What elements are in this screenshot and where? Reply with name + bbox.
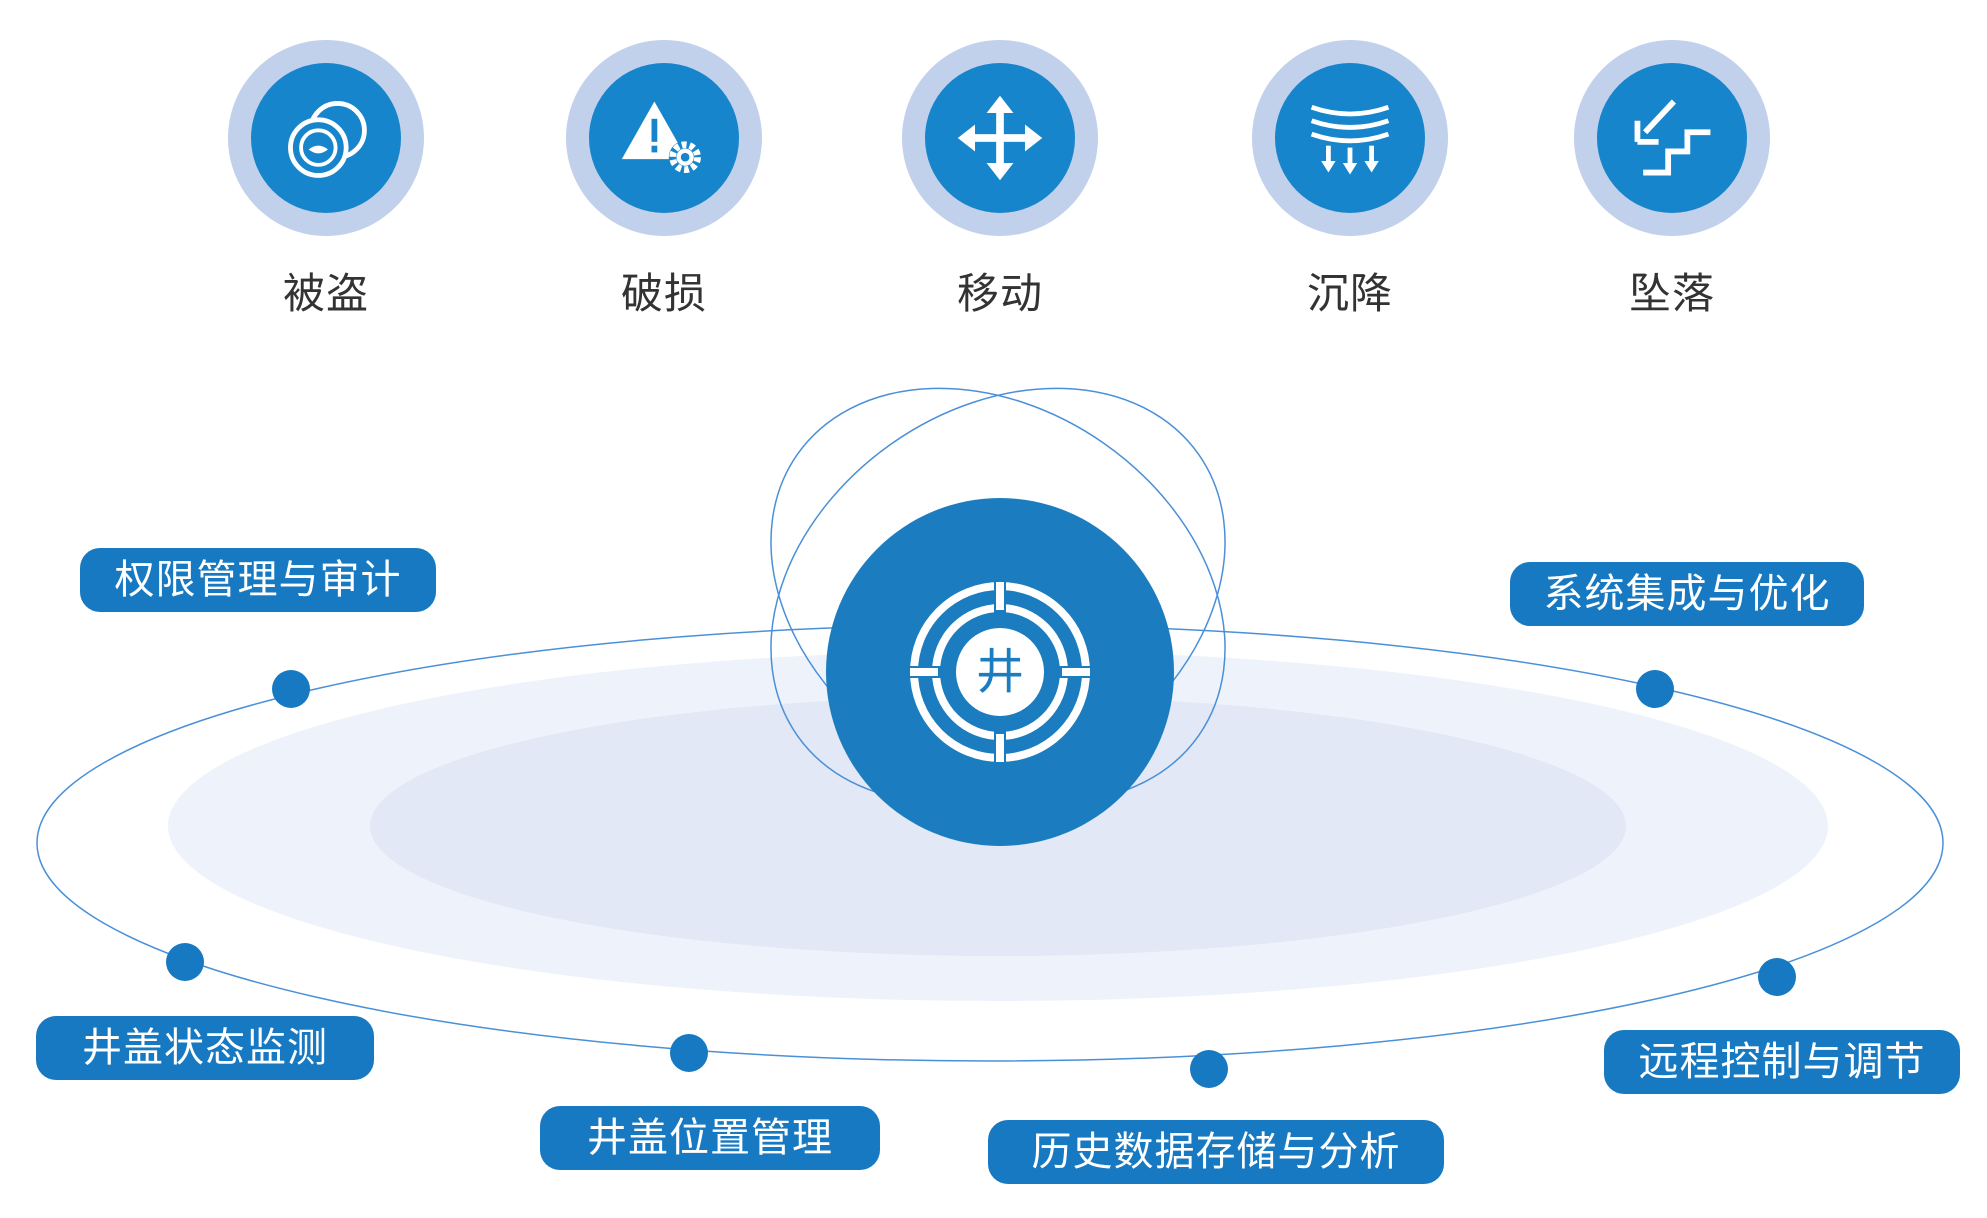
risk-item-move: 移动 <box>900 40 1100 320</box>
risk-ring <box>1574 40 1770 236</box>
damage-warning-gear-icon <box>621 101 702 174</box>
center-hub: 井 <box>826 498 1174 846</box>
risk-label: 移动 <box>956 269 1043 318</box>
risk-label: 沉降 <box>1306 269 1393 318</box>
risk-disc <box>251 63 401 213</box>
orbit-dot <box>1190 1050 1228 1088</box>
risk-ring <box>902 40 1098 236</box>
feature-pill-permission: 权限管理与审计 <box>80 548 436 612</box>
risk-ring <box>1252 40 1448 236</box>
risk-ring <box>228 40 424 236</box>
orbit-dot <box>1758 958 1796 996</box>
risk-disc <box>1597 63 1747 213</box>
feature-pill-location: 井盖位置管理 <box>540 1106 880 1170</box>
risk-item-damage: 破损 <box>564 40 764 320</box>
orbit-dot <box>272 670 310 708</box>
risk-label: 被盗 <box>282 269 369 318</box>
center-glyph: 井 <box>975 644 1024 700</box>
risk-disc <box>589 63 739 213</box>
feature-pill-history: 历史数据存储与分析 <box>988 1120 1444 1184</box>
risk-item-stolen: 被盗 <box>226 40 426 320</box>
move-arrows-icon <box>957 95 1043 181</box>
risk-disc <box>1275 63 1425 213</box>
risk-item-settlement: 沉降 <box>1250 40 1450 320</box>
orbit-dot <box>670 1034 708 1072</box>
fall-stairs-icon <box>1634 99 1711 176</box>
settlement-icon <box>1310 105 1390 175</box>
manhole-cover-icon <box>906 578 1094 766</box>
risk-item-fall: 坠落 <box>1572 40 1772 320</box>
risk-ring <box>566 40 762 236</box>
feature-pill-integration: 系统集成与优化 <box>1510 562 1864 626</box>
orbit-dot <box>166 943 204 981</box>
feature-pill-remote: 远程控制与调节 <box>1604 1030 1960 1094</box>
risk-label: 坠落 <box>1628 269 1715 318</box>
risk-disc <box>925 63 1075 213</box>
orbit-dot <box>1636 670 1674 708</box>
feature-pill-status: 井盖状态监测 <box>36 1016 374 1080</box>
risk-label: 破损 <box>620 269 707 318</box>
stolen-cover-icon <box>288 101 367 178</box>
